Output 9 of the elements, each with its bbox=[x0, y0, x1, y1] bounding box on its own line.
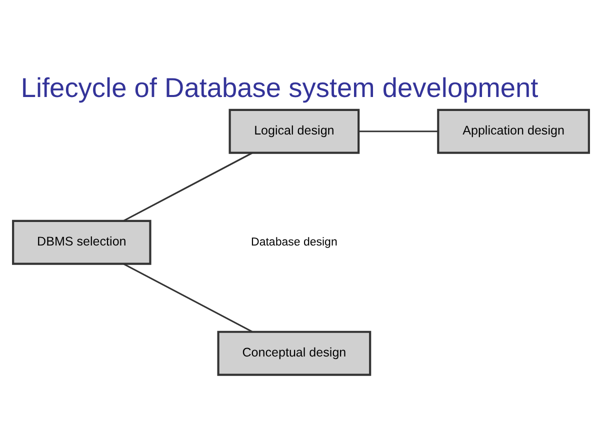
node-box: DBMS selection bbox=[12, 220, 152, 265]
node-box: Logical design bbox=[228, 108, 360, 154]
node-box: Application design bbox=[437, 108, 590, 154]
connector bbox=[123, 263, 253, 332]
node-box: Conceptual design bbox=[217, 330, 372, 376]
diagram-title: Lifecycle of Database system development bbox=[20, 72, 538, 104]
label: Database design bbox=[251, 236, 338, 248]
connector bbox=[358, 130, 438, 132]
connector bbox=[123, 152, 253, 222]
